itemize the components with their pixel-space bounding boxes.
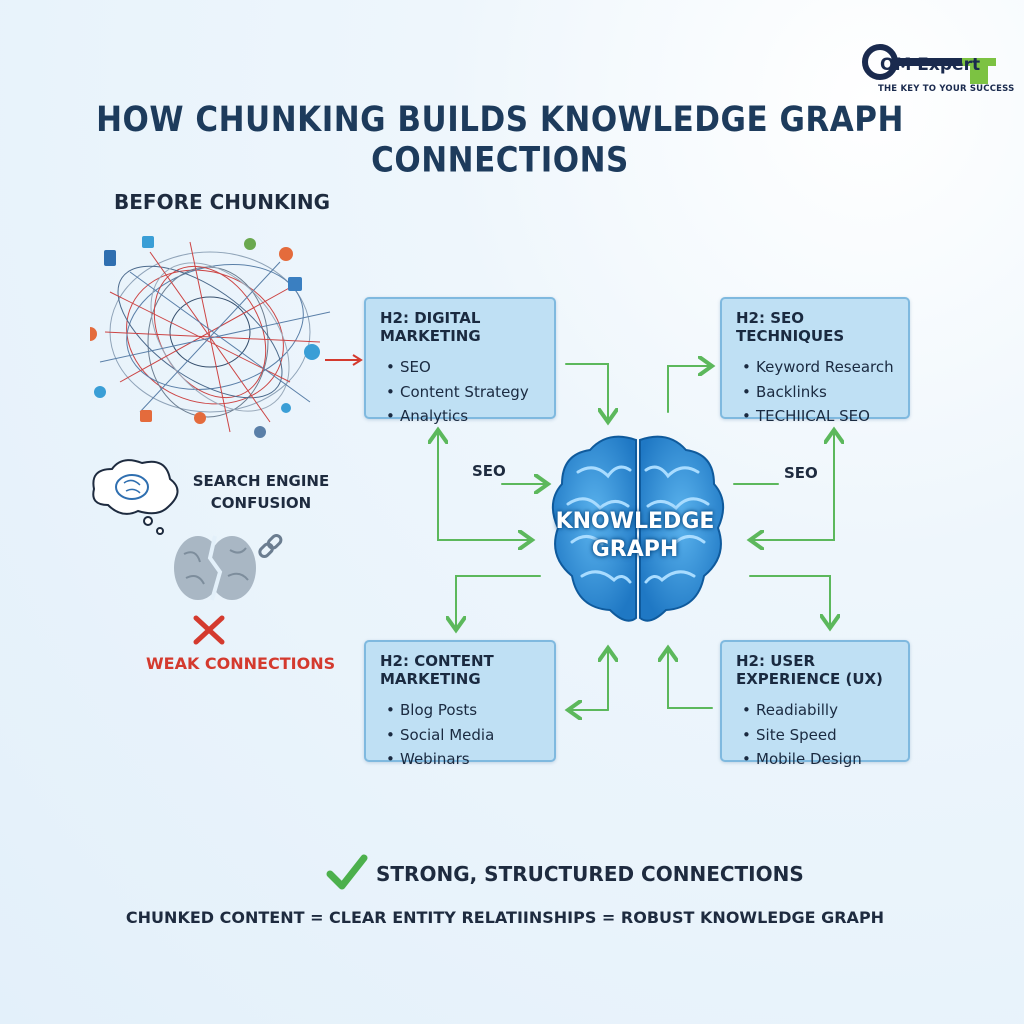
list-item: Backlinks [742,380,894,405]
knowledge-graph-line1: KNOWLEDGE [555,509,715,534]
summary-equation: CHUNKED CONTENT = CLEAR ENTITY RELATIINS… [125,908,885,927]
broken-brain-icon [174,533,283,601]
box-digital-marketing: H2: DIGITAL MARKETING SEO Content Strate… [364,297,556,428]
list-item: Readiabilly [742,698,894,723]
search-engine-confusion-label: SEARCH ENGINE CONFUSION [192,472,330,512]
box-title: H2: CONTENT MARKETING [380,652,494,688]
list-item: Mobile Design [742,747,894,772]
list-item: Social Media [386,723,540,748]
edge-label-left: SEO [472,462,506,480]
thought-bubble-icon [92,459,179,535]
brand-name: OM Expert [880,55,981,75]
page-title: HOW CHUNKING BUILDS KNOWLEDGE GRAPH CONN… [96,99,904,181]
knowledge-graph-brain-icon [551,435,725,622]
red-x-icon [193,615,225,645]
list-item: SEO [386,355,540,380]
box-title: H2: USER EXPERIENCE (UX) [736,652,883,688]
box-user-experience: H2: USER EXPERIENCE (UX) Readiabilly Sit… [720,640,910,771]
tangled-network-illustration [90,236,331,438]
box-title: H2: DIGITAL MARKETING [380,309,481,345]
box-seo-techniques: H2: SEO TECHNIQUES Keyword Research Back… [720,297,910,428]
list-item: Blog Posts [386,698,540,723]
edge-label-right: SEO [784,464,818,482]
list-item: Content Strategy [386,380,540,405]
box-content-marketing: H2: CONTENT MARKETING Blog Posts Social … [364,640,556,771]
knowledge-graph-line2: GRAPH [591,537,679,562]
check-icon [326,854,368,890]
strong-connections-label: STRONG, STRUCTURED CONNECTIONS [376,862,804,886]
list-item: TECHIICAL SEO [742,404,894,429]
red-arrow-icon [325,354,363,366]
box-list: Blog Posts Social Media Webinars [380,698,540,772]
box-list: SEO Content Strategy Analytics [380,355,540,429]
before-chunking-label: BEFORE CHUNKING [114,190,331,214]
weak-connections-label: WEAK CONNECTIONS [146,654,336,673]
list-item: Analytics [386,404,540,429]
brand-logo [862,44,996,84]
brand-tagline: THE KEY TO YOUR SUCCESS [878,84,1015,94]
box-title: H2: SEO TECHNIQUES [736,309,845,345]
list-item: Webinars [386,747,540,772]
box-list: Readiabilly Site Speed Mobile Design [736,698,894,772]
list-item: Keyword Research [742,355,894,380]
box-list: Keyword Research Backlinks TECHIICAL SEO [736,355,894,429]
knowledge-graph-label: KNOWLEDGE GRAPH [540,508,730,564]
list-item: Site Speed [742,723,894,748]
